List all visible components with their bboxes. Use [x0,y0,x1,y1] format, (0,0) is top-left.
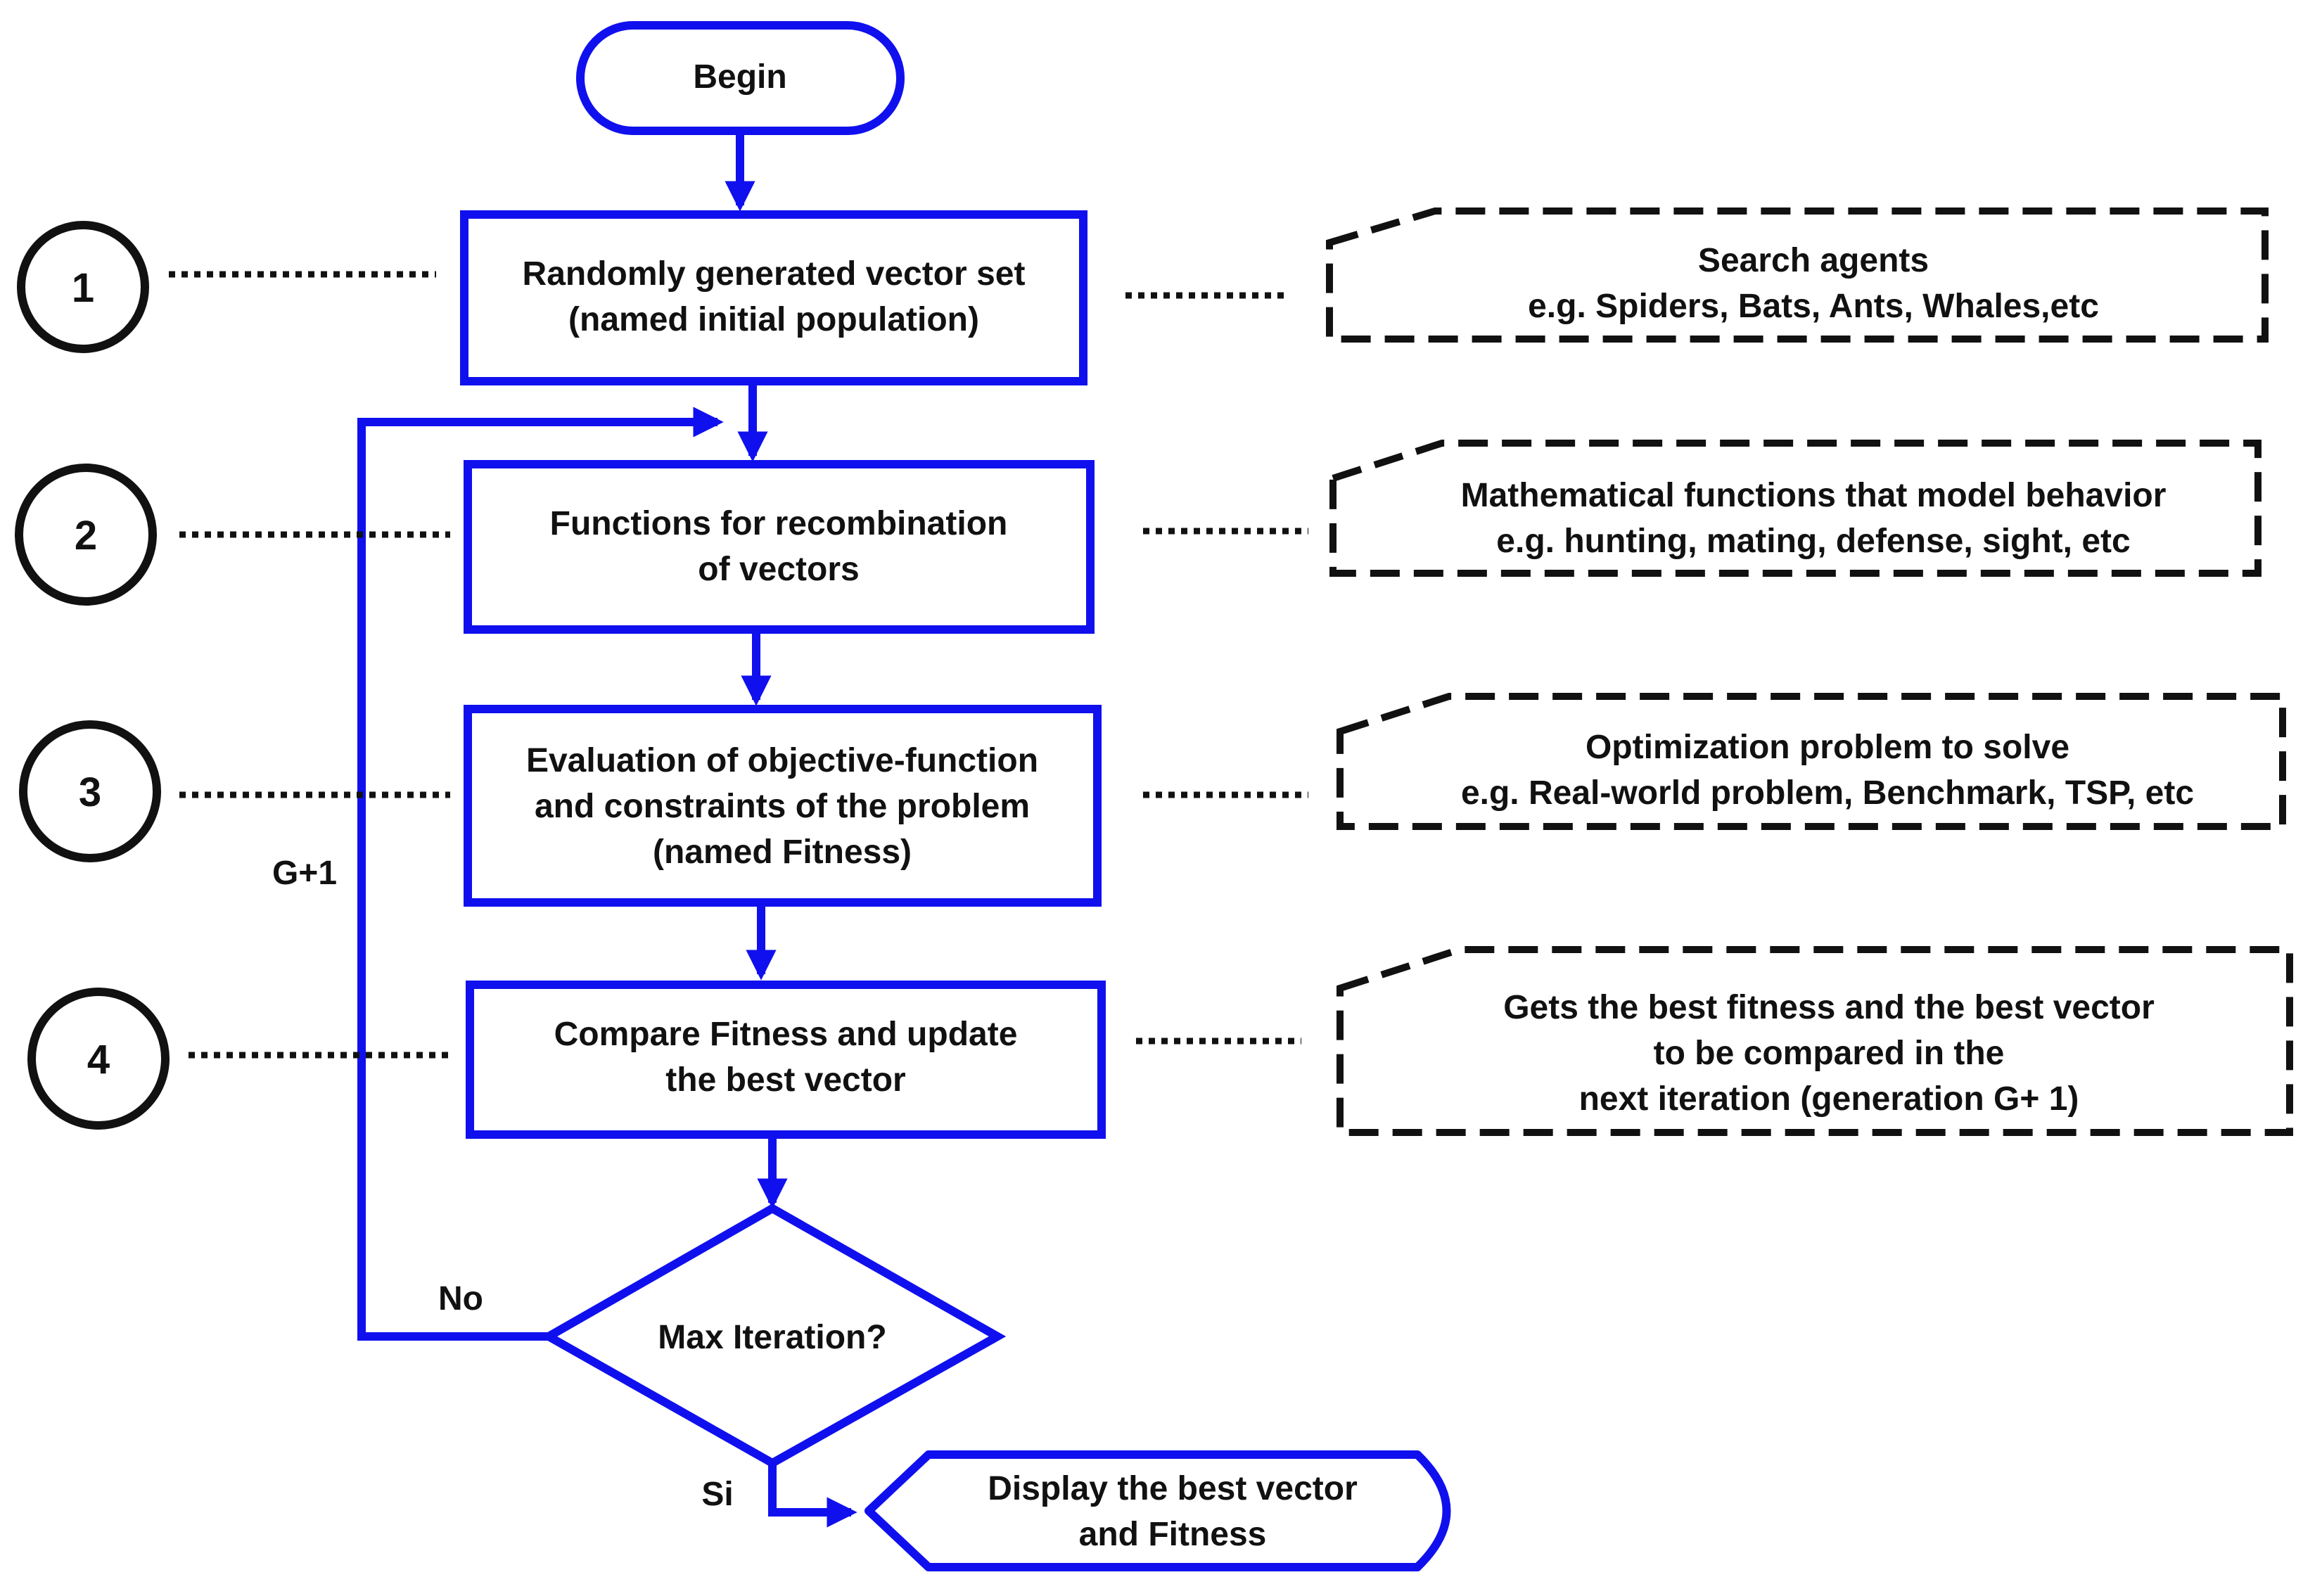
step-box-4: Compare Fitness and update the best vect… [466,981,1106,1139]
note-3-line-2: e.g. Real-world problem, Benchmark, TSP,… [1461,774,2194,812]
step-number-1: 1 [72,265,94,311]
end-display-shape: Display the best vector and Fitness [865,1450,1451,1571]
no-label: No [438,1280,483,1317]
step-number-3: 3 [79,770,101,815]
flow-arrows [357,131,857,1528]
end-line-1: Display the best vector [988,1470,1358,1507]
step-circle-3 [19,720,161,862]
step-3-line-3: (named Fitness) [653,834,912,871]
note-4-line-3: next iteration (generation G+ 1) [1579,1080,2079,1118]
step-circle-2 [15,464,157,606]
decision-label: Max Iteration? [658,1319,886,1356]
annotation-texts: Search agents e.g. Spiders, Bats, Ants, … [1461,242,2194,1118]
note-2-line-2: e.g. hunting, mating, defense, sight, et… [1496,523,2130,560]
step-number-circles: 1 2 3 4 [15,221,170,1130]
step-box-2: Functions for recombination of vectors [464,460,1095,634]
yes-label: Si [701,1476,733,1513]
arrow-decision-to-end [768,1463,857,1528]
step-box-1: Randomly generated vector set (named ini… [460,210,1087,385]
step-number-4: 4 [87,1037,110,1083]
step-box-3: Evaluation of objective-function and con… [464,705,1102,907]
step-2-line-1: Functions for recombination [550,505,1008,542]
note-4-line-1: Gets the best fitness and the best vecto… [1503,989,2155,1026]
note-box-2 [1329,440,2261,577]
begin-terminator: Begin [576,21,905,135]
annotation-notes [1326,208,2293,1136]
step-circle-1 [17,221,149,353]
step-2-line-2: of vectors [698,551,859,588]
note-1-line-2: e.g. Spiders, Bats, Ants, Whales,etc [1528,288,2099,325]
step-1-line-2: (named initial population) [568,301,979,338]
loop-label: G+1 [272,855,337,892]
end-line-2: and Fitness [1079,1516,1267,1553]
note-box-4 [1336,946,2293,1136]
step-circle-4 [27,988,170,1130]
loop-back-arrow [357,407,724,1341]
note-3-line-1: Optimization problem to solve [1586,729,2069,766]
step-number-2: 2 [75,513,97,558]
step-4-line-1: Compare Fitness and update [554,1016,1018,1053]
step-3-line-2: and constraints of the problem [535,788,1030,825]
decision-diamond: Max Iteration? [540,1204,1007,1468]
note-box-1 [1326,208,2269,343]
step-1-line-1: Randomly generated vector set [523,255,1026,293]
note-box-3 [1336,693,2286,830]
dotted-connectors [169,271,1308,1059]
note-4-line-2: to be compared in the [1654,1035,2005,1072]
step-4-line-2: the best vector [665,1061,905,1099]
note-2-line-1: Mathematical functions that model behavi… [1461,477,2167,514]
step-3-line-1: Evaluation of objective-function [526,742,1038,779]
note-1-line-1: Search agents [1698,242,1929,279]
begin-label: Begin [693,58,786,96]
